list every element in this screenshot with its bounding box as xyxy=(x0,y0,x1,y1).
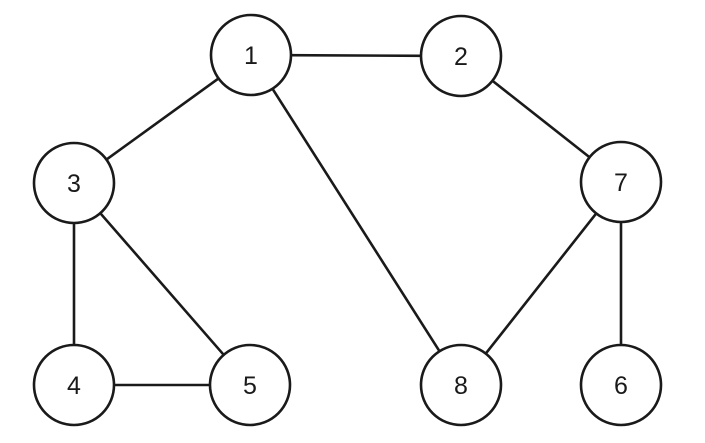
graph-node-circle-1[interactable] xyxy=(209,13,293,97)
graph-node-4[interactable]: 4 xyxy=(32,343,116,427)
graph-node-circle-3[interactable] xyxy=(32,141,116,225)
graph-edge-1-2 xyxy=(288,53,424,58)
graph-edge-3-5 xyxy=(98,211,226,357)
graph-node-circle-7[interactable] xyxy=(579,140,663,224)
graph-node-3[interactable]: 3 xyxy=(32,141,116,225)
graph-node-label-7: 7 xyxy=(614,169,628,197)
graph-node-label-2: 2 xyxy=(454,43,468,71)
graph-edge-2-7 xyxy=(490,78,592,160)
graph-node-2[interactable]: 2 xyxy=(419,14,503,98)
graph-edge-7-8 xyxy=(483,211,599,356)
graph-node-circle-8[interactable] xyxy=(419,343,503,427)
graph-node-label-3: 3 xyxy=(67,170,81,198)
node-layer: 1 2 3 7 4 5 8 6 xyxy=(32,13,663,427)
graph-node-label-8: 8 xyxy=(454,372,468,400)
graph-node-8[interactable]: 8 xyxy=(419,343,503,427)
graph-edge-1-3 xyxy=(104,76,221,162)
graph-node-1[interactable]: 1 xyxy=(209,13,293,97)
graph-node-label-6: 6 xyxy=(614,372,628,400)
graph-node-label-4: 4 xyxy=(67,372,81,400)
edge-layer xyxy=(72,53,623,387)
graph-node-circle-4[interactable] xyxy=(32,343,116,427)
graph-node-label-5: 5 xyxy=(243,372,257,400)
graph-node-circle-6[interactable] xyxy=(579,343,663,427)
graph-node-circle-2[interactable] xyxy=(419,14,503,98)
graph-node-label-1: 1 xyxy=(244,42,258,70)
graph-node-6[interactable]: 6 xyxy=(579,343,663,427)
graph-edge-1-8 xyxy=(270,86,442,354)
graph-node-7[interactable]: 7 xyxy=(579,140,663,224)
graph-node-circle-5[interactable] xyxy=(208,343,292,427)
graph-node-5[interactable]: 5 xyxy=(208,343,292,427)
